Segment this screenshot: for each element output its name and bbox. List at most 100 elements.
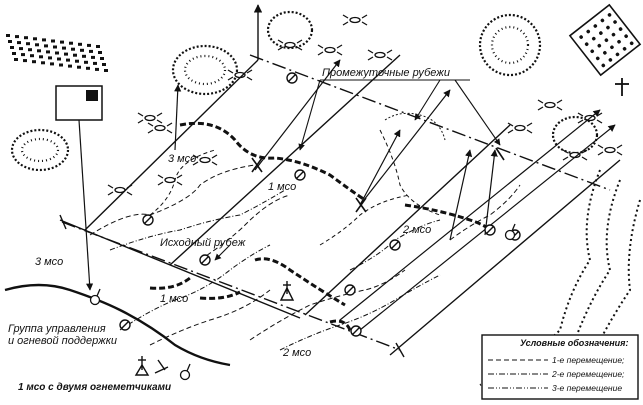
window-dot xyxy=(77,65,81,69)
enemy-mark xyxy=(537,99,563,111)
soldier-symbol xyxy=(179,363,191,381)
window-dot xyxy=(604,38,609,42)
window-dot xyxy=(10,46,14,49)
window-dot xyxy=(15,35,19,39)
unit-marker xyxy=(142,214,154,226)
window-dot xyxy=(60,40,64,44)
window-dot xyxy=(14,58,18,61)
enemy-mark xyxy=(342,14,368,26)
ground-edge xyxy=(4,283,231,367)
label-start-line: Исходный рубеж xyxy=(160,237,246,249)
label-bottom-caption: 1 мсо с двумя огнеметчиками xyxy=(18,382,171,393)
label-squad-3a: 3 мсо xyxy=(168,153,196,165)
unit-marker xyxy=(119,319,131,331)
enemy-positions xyxy=(107,14,623,196)
movement-paths xyxy=(89,112,521,351)
window-dot xyxy=(62,46,66,50)
window-dot xyxy=(51,39,55,43)
window-dot xyxy=(618,27,623,31)
enemy-mark xyxy=(277,39,303,51)
label-intermediate-lines: Промежуточные рубежи xyxy=(322,67,450,79)
window-dot xyxy=(75,59,79,63)
window-dot xyxy=(595,56,600,61)
window-dot xyxy=(91,55,95,59)
window-dot xyxy=(26,42,30,46)
unit-marker xyxy=(344,284,356,296)
window-dot xyxy=(30,54,34,58)
window-dot xyxy=(613,20,617,24)
window-dot xyxy=(64,52,68,56)
window-dot xyxy=(68,64,72,68)
window-dot xyxy=(53,45,57,49)
window-dot xyxy=(579,35,583,39)
label-squad-2a: 2 мсо xyxy=(402,224,431,236)
command-post-symbols xyxy=(134,281,295,376)
window-dot xyxy=(73,53,77,57)
window-dot xyxy=(42,38,46,42)
soldier-symbols xyxy=(89,223,516,381)
label-squad-2b: 2 мсо xyxy=(282,347,311,359)
window-dot xyxy=(78,42,82,46)
window-dot xyxy=(50,62,54,66)
window-dot xyxy=(100,57,104,60)
label-group-line2: и огневой поддержки xyxy=(8,335,117,347)
legend-title: Условные обозначения: xyxy=(520,338,628,348)
enemy-mark xyxy=(137,112,163,124)
unit-marker xyxy=(286,72,298,84)
line-crossing-marks xyxy=(251,147,505,213)
enemy-mark xyxy=(507,122,533,134)
label-squad-1a: 1 мсо xyxy=(268,181,296,193)
window-dot xyxy=(21,53,25,57)
window-dot xyxy=(98,51,102,54)
enemy-mark xyxy=(157,174,183,186)
window-dot xyxy=(607,13,612,17)
trench-lines xyxy=(149,121,492,331)
enemy-mark xyxy=(317,44,343,56)
window-dot xyxy=(603,51,607,55)
window-dot xyxy=(610,45,614,50)
legend: Условные обозначения: 1-е перемещение; 2… xyxy=(481,334,639,400)
window-dot xyxy=(89,49,93,53)
window-dot xyxy=(601,63,606,68)
diagram-labels: Промежуточные рубежи Исходный рубеж Груп… xyxy=(8,67,450,393)
window-dot xyxy=(586,29,591,34)
window-dot xyxy=(41,61,45,65)
window-dot xyxy=(46,50,50,54)
window-dot xyxy=(39,55,43,59)
window-dot xyxy=(611,32,616,37)
window-dot xyxy=(593,24,598,28)
window-dot xyxy=(48,56,52,60)
window-dot xyxy=(82,54,86,58)
label-group-line1: Группа управления xyxy=(8,323,106,335)
unit-marker xyxy=(294,169,306,181)
legend-item-label: 3-е перемещение xyxy=(552,383,622,393)
window-dot xyxy=(617,39,621,44)
window-dot xyxy=(591,36,596,41)
window-dot xyxy=(35,43,39,47)
window-dot xyxy=(95,67,99,71)
window-dot xyxy=(71,47,75,51)
cross-symbol xyxy=(615,78,629,96)
legend-item-label: 2-е перемещение; xyxy=(551,369,625,379)
window-dot xyxy=(8,40,12,43)
legend-item-2: 2-е перемещение; xyxy=(488,369,625,379)
window-dot xyxy=(84,60,88,64)
window-dot xyxy=(33,37,37,41)
window-dot xyxy=(23,59,27,63)
window-dot xyxy=(57,57,61,61)
window-dot xyxy=(606,25,610,30)
enemy-mark xyxy=(562,149,588,161)
unit-marker xyxy=(199,254,211,266)
window-dot xyxy=(584,42,589,46)
window-dot xyxy=(12,52,16,55)
window-dot xyxy=(608,58,613,62)
label-squad-1b: 1 мсо xyxy=(160,293,188,305)
window-dot xyxy=(629,41,634,46)
building-grid-topright xyxy=(568,3,642,77)
building-grid-topleft xyxy=(6,34,108,72)
window-dot xyxy=(624,34,628,38)
tree-clusters xyxy=(10,10,599,172)
window-dot xyxy=(66,58,70,62)
unit-marker xyxy=(350,325,362,337)
